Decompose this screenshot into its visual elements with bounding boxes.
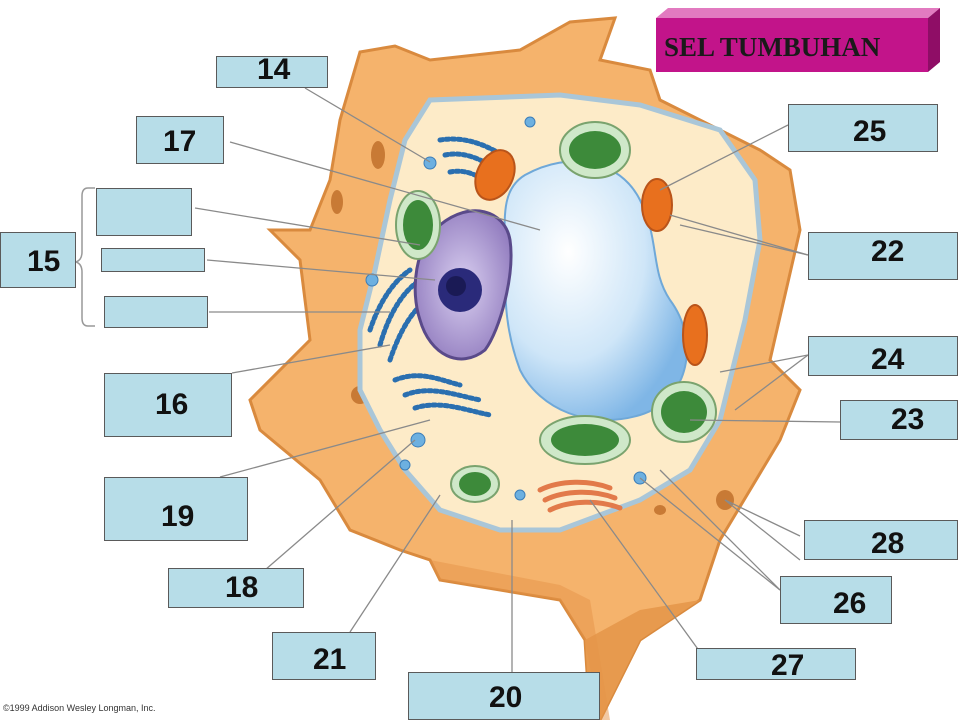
label-21: 21 [313,643,347,676]
label-box-17[interactable]: 17 [136,116,224,164]
label-box-15[interactable]: 15 [0,232,76,288]
golgi-apparatus [537,479,623,513]
label-box-22[interactable]: 22 [808,232,958,280]
label-18: 18 [225,571,259,604]
nucleolus-core [446,276,466,296]
label-box-25[interactable]: 25 [788,104,938,152]
label-16: 16 [155,388,189,421]
title-banner [656,8,940,72]
label-17: 17 [163,125,197,158]
label-box-16[interactable]: 16 [104,373,232,437]
label-26: 26 [833,587,867,620]
label-box-14[interactable]: 14 [216,53,328,88]
label-box-26[interactable]: 26 [780,576,892,624]
label-23: 23 [891,403,925,436]
leader-lines [194,87,841,672]
label-15: 15 [27,245,61,278]
label-box-24[interactable]: 24 [808,336,958,376]
label-box-23[interactable]: 23 [840,400,958,440]
label-27: 27 [771,649,805,682]
brace-15 [73,187,95,327]
cell-wall-shade [585,600,700,720]
label-20: 20 [489,681,523,714]
title: SEL TUMBUHAN [664,32,881,62]
label-25: 25 [853,115,887,148]
label-box-18[interactable]: 18 [168,568,304,608]
mitochondria [474,149,708,366]
label-box-19[interactable]: 19 [104,477,248,541]
label-box-15a[interactable] [96,188,192,236]
copyright: ©1999 Addison Wesley Longman, Inc. [3,703,156,713]
label-box-21[interactable]: 21 [272,632,376,680]
label-box-27[interactable]: 27 [696,648,856,682]
label-28: 28 [871,527,905,560]
label-22: 22 [871,235,905,268]
label-box-20[interactable]: 20 [408,672,600,720]
cell-wall-shade-2 [430,560,610,720]
label-24: 24 [871,343,905,376]
chloroplasts [395,121,717,503]
label-19: 19 [161,500,195,533]
label-box-28[interactable]: 28 [804,520,958,560]
label-box-15b[interactable] [101,248,205,272]
label-box-15c[interactable] [104,296,208,328]
label-14: 14 [257,53,291,86]
